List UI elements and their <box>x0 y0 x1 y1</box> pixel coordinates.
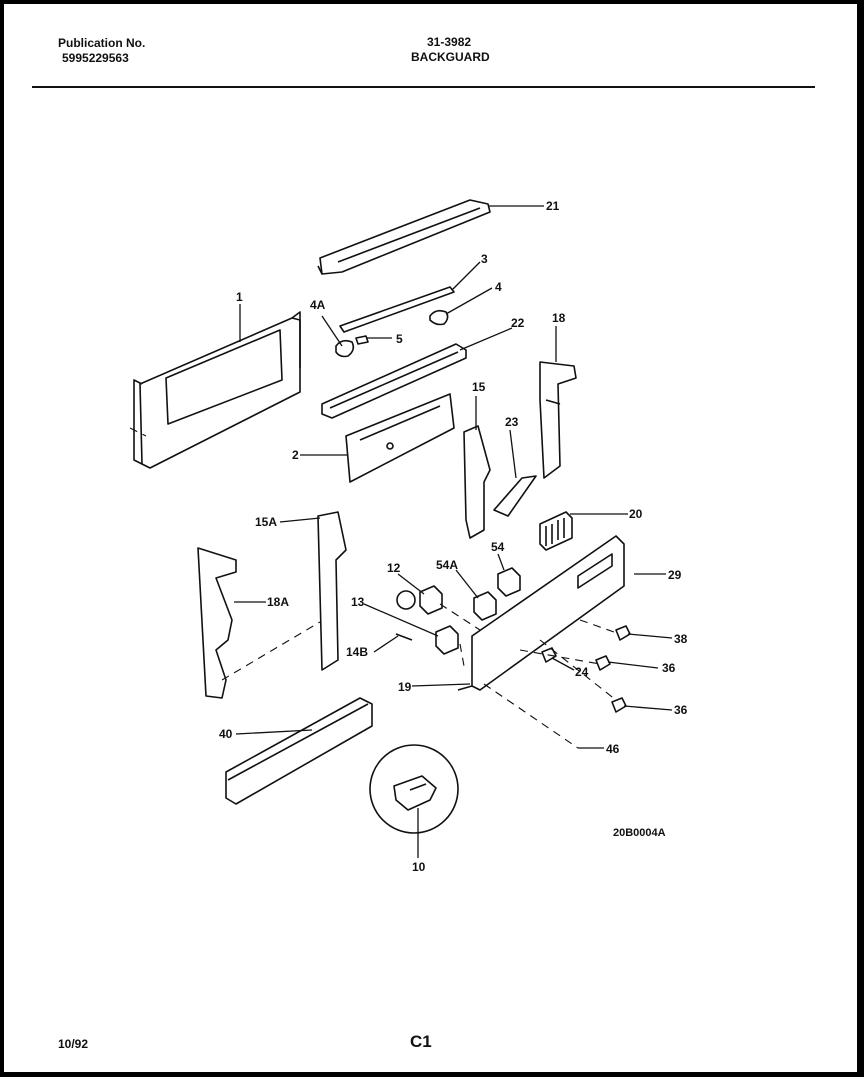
page-number: C1 <box>410 1032 432 1051</box>
publication-number: 5995229563 <box>62 51 129 65</box>
label-part-18: 18 <box>552 311 566 325</box>
part-15-end-cap <box>463 425 491 539</box>
parts-sheet <box>4 4 857 1072</box>
label-part-15: 15 <box>472 380 486 394</box>
part-2-bracket <box>345 393 455 483</box>
part-21-top-trim <box>317 199 491 275</box>
label-part-38: 38 <box>674 632 688 646</box>
part-54-switch <box>497 567 521 597</box>
part-19-control-panel <box>457 535 625 691</box>
part-13-ring <box>396 590 416 610</box>
part-10-detail-circle <box>369 744 459 834</box>
label-part-15a: 15A <box>255 515 278 529</box>
footer-date: 10/92 <box>58 1037 89 1051</box>
part-4-clip <box>429 309 449 326</box>
part-14b-pin <box>395 633 413 641</box>
part-23-bracket <box>493 475 537 517</box>
part-20-connector-block <box>539 511 573 551</box>
part-40-trim-strip <box>225 697 373 805</box>
label-part-4: 4 <box>495 280 502 294</box>
diagram-code: 20B0004A <box>613 827 666 839</box>
publication-label: Publication No. <box>58 36 146 50</box>
label-part-19: 19 <box>398 680 412 694</box>
label-part-2: 2 <box>292 448 299 462</box>
part-3-rod <box>339 286 455 333</box>
part-36-knob-lower <box>611 697 627 713</box>
document-number: 31-3982 <box>427 35 472 49</box>
part-18a-side-bracket <box>197 547 237 699</box>
part-54a-switch <box>473 591 497 621</box>
label-part-24: 24 <box>575 665 589 679</box>
part-12-switch <box>419 585 443 615</box>
label-part-5: 5 <box>396 332 403 346</box>
part-5-screw <box>355 335 369 345</box>
label-part-22: 22 <box>511 316 525 330</box>
part-36-knob-upper <box>595 655 611 671</box>
part-13-switch-body <box>435 625 459 655</box>
label-part-14b: 14B <box>346 645 369 659</box>
label-part-18a: 18A <box>267 595 290 609</box>
part-15a-end-cap <box>317 511 347 671</box>
label-part-12: 12 <box>387 561 401 575</box>
part-24-grommet <box>541 647 557 663</box>
label-part-13: 13 <box>351 595 365 609</box>
label-part-20: 20 <box>629 507 643 521</box>
label-part-10: 10 <box>412 860 426 874</box>
part-1-backguard-panel <box>133 311 301 469</box>
part-4a-clip <box>335 339 355 358</box>
label-part-29: 29 <box>668 568 682 582</box>
label-part-54: 54 <box>491 540 505 554</box>
label-part-23: 23 <box>505 415 519 429</box>
label-part-36-lower: 36 <box>674 703 688 717</box>
label-part-46: 46 <box>606 742 620 756</box>
label-part-40: 40 <box>219 727 233 741</box>
part-22-channel <box>321 343 467 419</box>
label-part-1: 1 <box>236 290 243 304</box>
section-title: BACKGUARD <box>411 50 490 64</box>
label-part-3: 3 <box>481 252 488 266</box>
header-rule <box>32 86 815 88</box>
part-18-side-bracket <box>539 361 577 479</box>
label-part-54a: 54A <box>436 558 459 572</box>
part-38-knob <box>615 625 631 641</box>
label-part-4a: 4A <box>310 298 326 312</box>
label-part-21: 21 <box>546 199 560 213</box>
label-part-36-upper: 36 <box>662 661 676 675</box>
